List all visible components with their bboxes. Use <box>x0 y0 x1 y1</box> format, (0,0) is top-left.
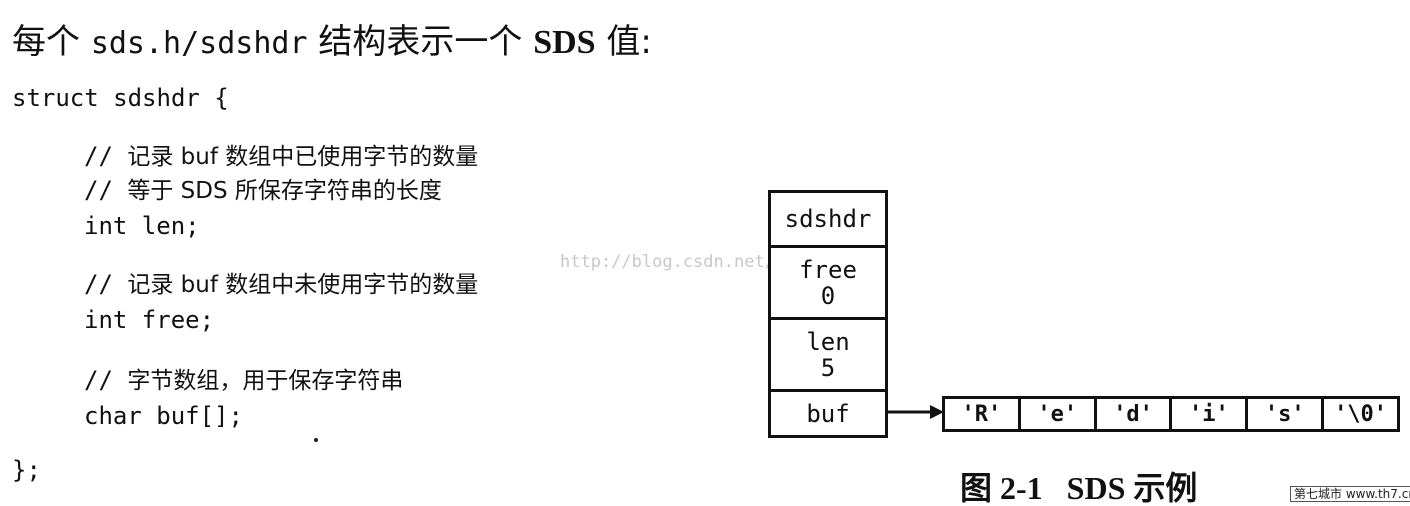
len-comment-line-2: // 等于 SDS 所保存字符串的长度 <box>84 176 442 205</box>
heading-middle: 结构表示一个 <box>318 22 523 62</box>
free-value: 0 <box>820 281 836 310</box>
free-cell: free 0 <box>771 245 885 317</box>
site-logo: 第七城市 www.th7.cn <box>1290 486 1410 502</box>
buf-array-cell: 'R' <box>945 399 1021 429</box>
comment-marker: // <box>84 270 128 298</box>
buf-array-cell: 'e' <box>1021 399 1097 429</box>
buf-array-cell: 'd' <box>1097 399 1173 429</box>
heading-sds: SDS <box>533 24 596 61</box>
len-cell: len 5 <box>771 317 885 389</box>
stray-dot <box>314 438 318 442</box>
heading-suffix: 值: <box>606 22 652 62</box>
section-heading: 每个 sds.h/sdshdr 结构表示一个 SDS 值: <box>12 22 652 64</box>
buf-array-cell: 'i' <box>1172 399 1249 429</box>
buf-label: buf <box>806 399 850 428</box>
buf-comment-line: // 字节数组，用于保存字符串 <box>84 366 403 395</box>
free-comment-line: // 记录 buf 数组中未使用字节的数量 <box>84 270 478 299</box>
buf-array: 'R' 'e' 'd' 'i' 's' '\0' <box>942 396 1400 432</box>
comment-marker: // <box>84 142 128 170</box>
figure-caption: 图 2-1 SDS 示例 <box>960 470 1198 506</box>
comment-marker: // <box>84 176 128 204</box>
pointer-arrow-icon <box>888 405 944 419</box>
len-value: 5 <box>820 353 836 382</box>
comment-text: 记录 buf 数组中已使用字节的数量 <box>127 144 479 170</box>
buf-declaration: char buf[]; <box>84 402 243 430</box>
free-declaration: int free; <box>84 306 215 334</box>
struct-close-line: }; <box>12 456 41 484</box>
heading-prefix: 每个 <box>12 22 80 62</box>
comment-marker: // <box>84 366 128 394</box>
struct-open-line: struct sdshdr { <box>12 84 229 112</box>
len-label: len <box>806 327 850 356</box>
struct-name-cell: sdshdr <box>771 193 885 245</box>
heading-code: sds.h/sdshdr <box>90 26 308 61</box>
buf-array-cell: '\0' <box>1334 401 1388 427</box>
len-comment-line-1: // 记录 buf 数组中已使用字节的数量 <box>84 142 478 171</box>
buf-array-cell: 's' <box>1248 399 1325 429</box>
comment-text: 记录 buf 数组中未使用字节的数量 <box>127 272 479 298</box>
struct-name: sdshdr <box>784 205 872 233</box>
sdshdr-struct-box: sdshdr free 0 len 5 buf <box>768 190 888 438</box>
comment-text: 字节数组，用于保存字符串 <box>127 368 404 394</box>
comment-text: 等于 SDS 所保存字符串的长度 <box>127 178 442 204</box>
len-declaration: int len; <box>84 212 200 240</box>
buf-cell: buf <box>771 389 885 435</box>
free-label: free <box>799 255 857 284</box>
